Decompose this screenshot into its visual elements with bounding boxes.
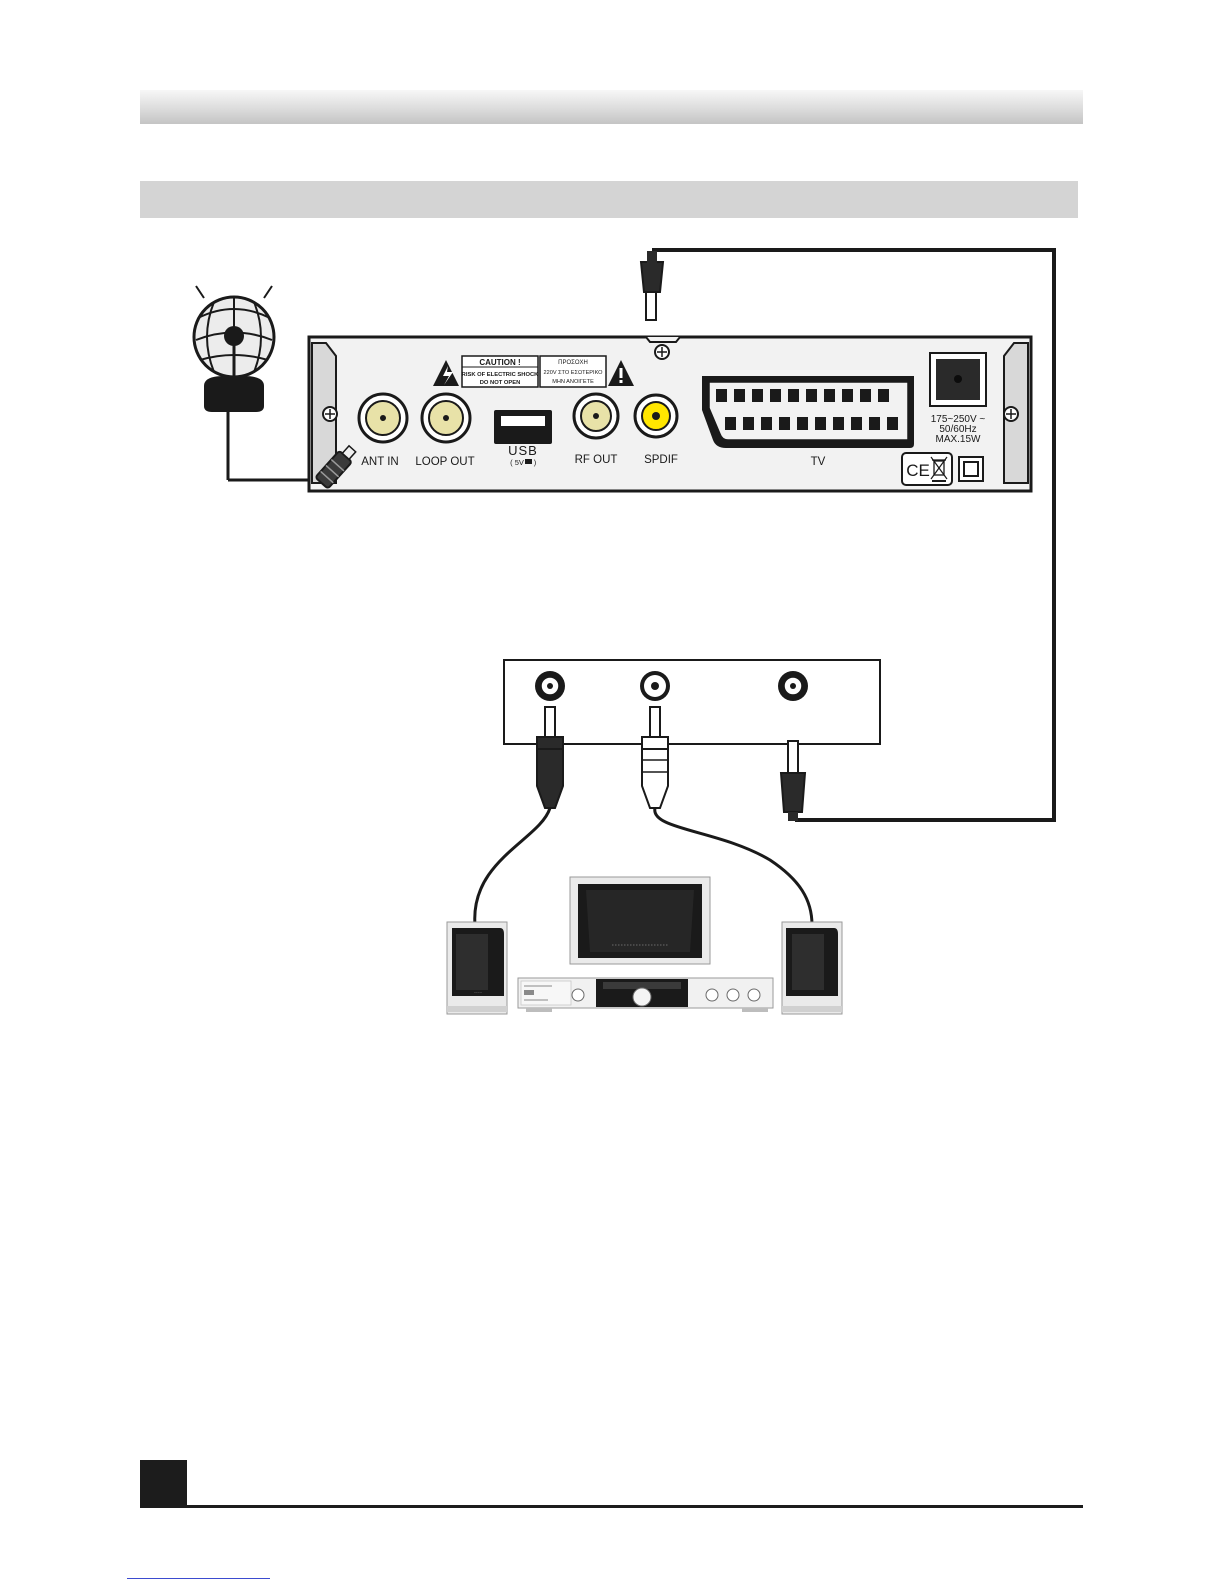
label-usb: USB (508, 443, 538, 458)
caution-line1: RISK OF ELECTRIC SHOCK (462, 372, 539, 378)
label-usb-rating: ( 5V (510, 458, 524, 467)
svg-text:·······: ······· (474, 991, 481, 995)
caution-line2: DO NOT OPEN (480, 380, 521, 386)
label-ant-in: ANT IN (361, 456, 399, 468)
label-loop-out: LOOP OUT (415, 456, 474, 468)
caution-title: CAUTION ! (479, 358, 520, 367)
caution-label-gr: ΠΡΟΣΟΧΗ 220V ΣΤΟ ΕΣΩΤΕΡΙΚΟ ΜΗΝ ΑΝΟΙΓΕΤΕ (540, 356, 606, 387)
caution-gr-line2: ΜΗΝ ΑΝΟΙΓΕΤΕ (552, 379, 594, 385)
label-tv: TV (811, 456, 826, 468)
antenna-icon (194, 286, 318, 480)
dc-symbol-icon (525, 459, 532, 464)
loop-out-connector (422, 394, 470, 442)
speaker-cable-left (475, 808, 550, 925)
double-insulation-icon (959, 457, 983, 481)
spdif-connector (635, 395, 677, 437)
scart-connector (702, 376, 914, 448)
caution-gr-line1: 220V ΣΤΟ ΕΣΩΤΕΡΙΚΟ (543, 370, 603, 376)
caution-label-en: CAUTION ! RISK OF ELECTRIC SHOCK DO NOT … (462, 356, 539, 387)
label-rf-out: RF OUT (575, 454, 618, 466)
home-theater-system: ······· (447, 877, 842, 1014)
rf-out-connector (574, 394, 618, 438)
label-spdif: SPDIF (644, 454, 678, 466)
amp-jack-left (535, 671, 565, 701)
page-number-tab (140, 1460, 187, 1508)
caution-gr-title: ΠΡΟΣΟΧΗ (558, 360, 588, 366)
footer-rule (140, 1505, 1083, 1508)
av-receiver (518, 978, 773, 1012)
label-power-line3: MAX.15W (935, 434, 981, 445)
ant-in-connector (359, 394, 407, 442)
speaker-right (782, 922, 842, 1014)
ce-weee-mark: CE (902, 453, 952, 485)
rca-plug-digital (781, 741, 805, 821)
amp-jack-right (640, 671, 670, 701)
usb-port (494, 410, 552, 444)
footer-link-underline (127, 1578, 270, 1579)
amplifier-input-panel (504, 660, 880, 744)
ce-mark-text: CE (906, 461, 930, 480)
power-socket (930, 353, 986, 406)
speaker-left: ······· (447, 922, 507, 1014)
subwoofer (570, 877, 710, 964)
amp-jack-digital (778, 671, 808, 701)
